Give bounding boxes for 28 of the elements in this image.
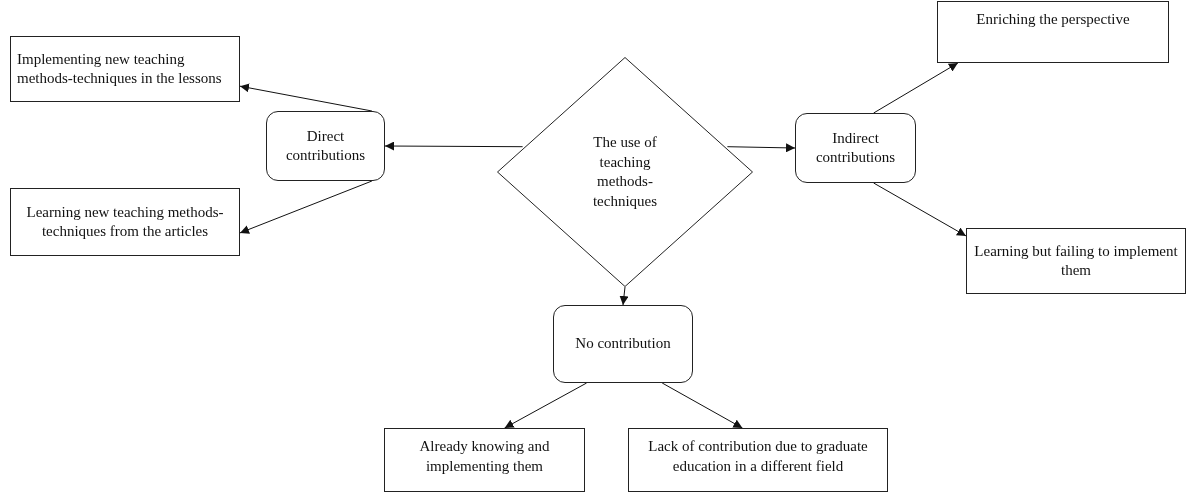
arrow [661, 382, 743, 429]
node-label: Implementing new teaching methods-techniques in the lessons [17, 49, 223, 88]
node-label: Lack of contribution due to graduate education in a different field [647, 437, 869, 476]
node-label: Enriching the perspective [976, 10, 1130, 29]
arrow [873, 182, 967, 237]
process-box [10, 36, 240, 102]
node-label: Learning but failing to implement them [973, 241, 1179, 280]
process-box [966, 228, 1186, 294]
process-box [628, 428, 888, 492]
node-label: Already knowing and implementing them [418, 437, 551, 476]
rounded-box [553, 305, 693, 383]
arrow [384, 141, 524, 151]
node-label: The use of teaching methods-techniques [591, 133, 659, 211]
rounded-box [266, 111, 385, 181]
node-label: No contribution [575, 334, 671, 354]
decision-diamond [497, 57, 753, 287]
node-label: Indirect contributions [814, 128, 897, 167]
arrow [619, 286, 629, 306]
rounded-box [795, 113, 916, 183]
arrow [504, 382, 588, 429]
process-box [10, 188, 240, 256]
process-box [384, 428, 585, 492]
node-label: Direct contributions [284, 126, 367, 165]
arrow [726, 143, 796, 153]
arrow [873, 62, 959, 114]
arrow [239, 180, 373, 234]
process-box [937, 1, 1169, 63]
node-label: Learning new teaching methods-techniques from the articles [25, 202, 225, 241]
